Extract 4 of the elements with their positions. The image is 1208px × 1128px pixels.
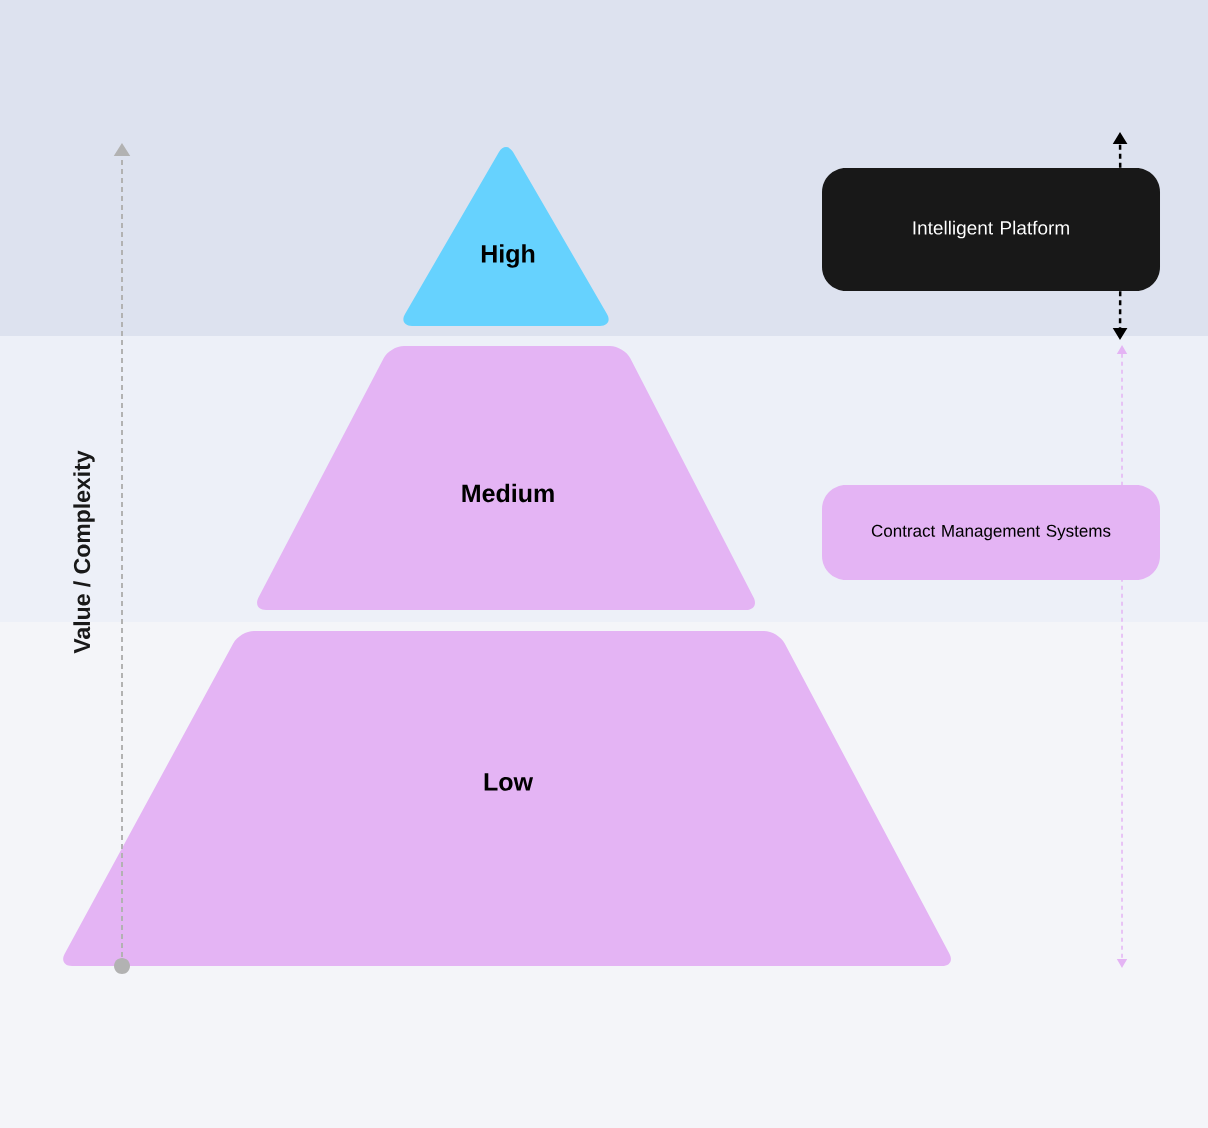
pyramid-top: High	[403, 147, 609, 326]
platform-box: Intelligent Platform	[822, 168, 1160, 291]
pyramid-tier: Medium	[257, 346, 755, 610]
system-box: Contract Management Systems	[822, 485, 1160, 580]
